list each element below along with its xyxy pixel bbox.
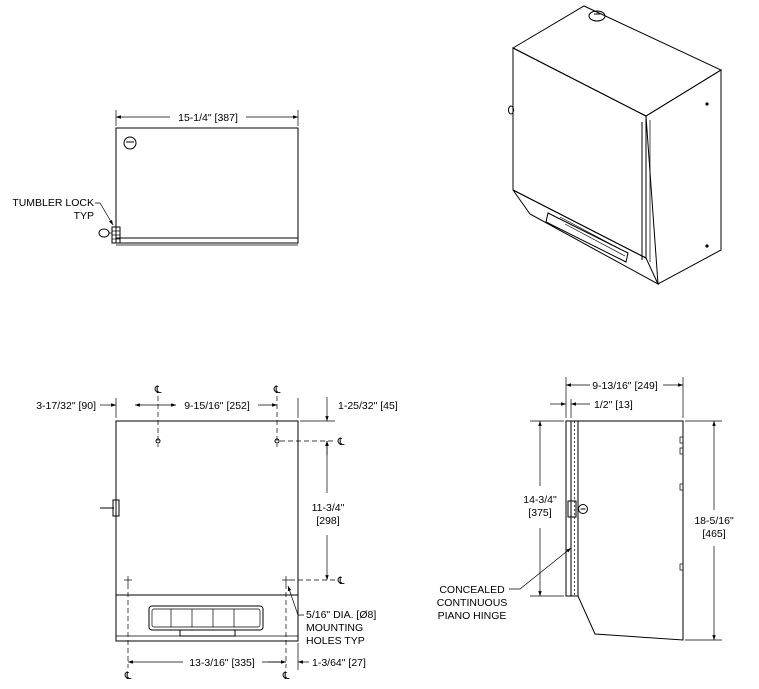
front-vertical-spacing-dim: 11-3/4" <box>312 502 345 514</box>
centerline-symbol-5: ℄ <box>124 670 132 682</box>
top-view: 15-1/4" [387] TUMBLER LOCK TYP <box>12 110 299 246</box>
tumbler-lock-typ-label: TYP <box>74 210 94 222</box>
centerline-symbol-4: ℄ <box>337 575 345 587</box>
side-hinge-height-mm: [375] <box>528 507 551 519</box>
centerline-symbol-3: ℄ <box>337 436 345 448</box>
top-view-outline <box>115 127 299 244</box>
tumbler-lock-icon <box>98 226 121 244</box>
front-view: ℄ ℄ ℄ ℄ ℄ ℄ 3-17/32" [90] 9-15/16" [252]… <box>36 384 398 682</box>
iso-side-face <box>645 69 722 285</box>
iso-front-face <box>512 47 647 259</box>
side-lock-icon <box>567 500 588 518</box>
side-hinge-height-dim: 14-3/4" <box>523 494 557 506</box>
mounting-hole-label-2: MOUNTING <box>306 622 363 634</box>
iso-lock-icon <box>588 10 606 22</box>
mounting-hole-bottom-right <box>282 576 290 584</box>
front-view-outline <box>115 420 299 642</box>
tumbler-lock-label: TUMBLER LOCK <box>12 197 94 209</box>
centerline-symbol-6: ℄ <box>282 670 290 682</box>
piano-hinge <box>570 421 579 596</box>
side-hinge-offset-dim: 1/2" [13] <box>594 399 633 411</box>
centerline-symbol-1: ℄ <box>154 384 162 396</box>
side-overall-height-mm: [465] <box>702 528 725 540</box>
side-view: 9-13/16" [249] 1/2" [13] 14-3/4" [375] 1… <box>437 377 734 641</box>
iso-top-face <box>511 5 723 117</box>
front-hole-spacing-dim: 9-15/16" [252] <box>184 400 250 412</box>
hinge-label-3: PIANO HINGE <box>438 610 507 622</box>
isometric-view <box>508 5 723 286</box>
front-top-offset-dim: 1-25/32" [45] <box>338 400 398 412</box>
front-lock-icon <box>100 499 120 517</box>
front-left-offset-dim: 3-17/32" [90] <box>36 400 96 412</box>
top-view-width-dim: 15-1/4" [387] <box>178 112 238 124</box>
side-depth-dim: 9-13/16" [249] <box>592 380 658 392</box>
mounting-hole-bottom-left <box>124 576 132 584</box>
hinge-label-1: CONCEALED <box>439 584 505 596</box>
dispensing-slot <box>148 605 264 637</box>
centerline-symbol-2: ℄ <box>273 384 281 396</box>
front-bottom-right-dim: 1-3/64" [27] <box>312 657 366 669</box>
mounting-hole-label-1: 5/16" DIA. [Ø8] <box>306 609 376 621</box>
top-view-lock-icon <box>123 136 137 150</box>
side-overall-height-dim: 18-5/16" <box>694 515 734 527</box>
mounting-hole-label-3: HOLES TYP <box>306 635 365 647</box>
front-vertical-spacing-mm: [298] <box>316 515 339 527</box>
side-view-outline <box>565 420 684 641</box>
hinge-label-2: CONTINUOUS <box>437 597 508 609</box>
front-bottom-spacing-dim: 13-3/16" [335] <box>189 657 255 669</box>
